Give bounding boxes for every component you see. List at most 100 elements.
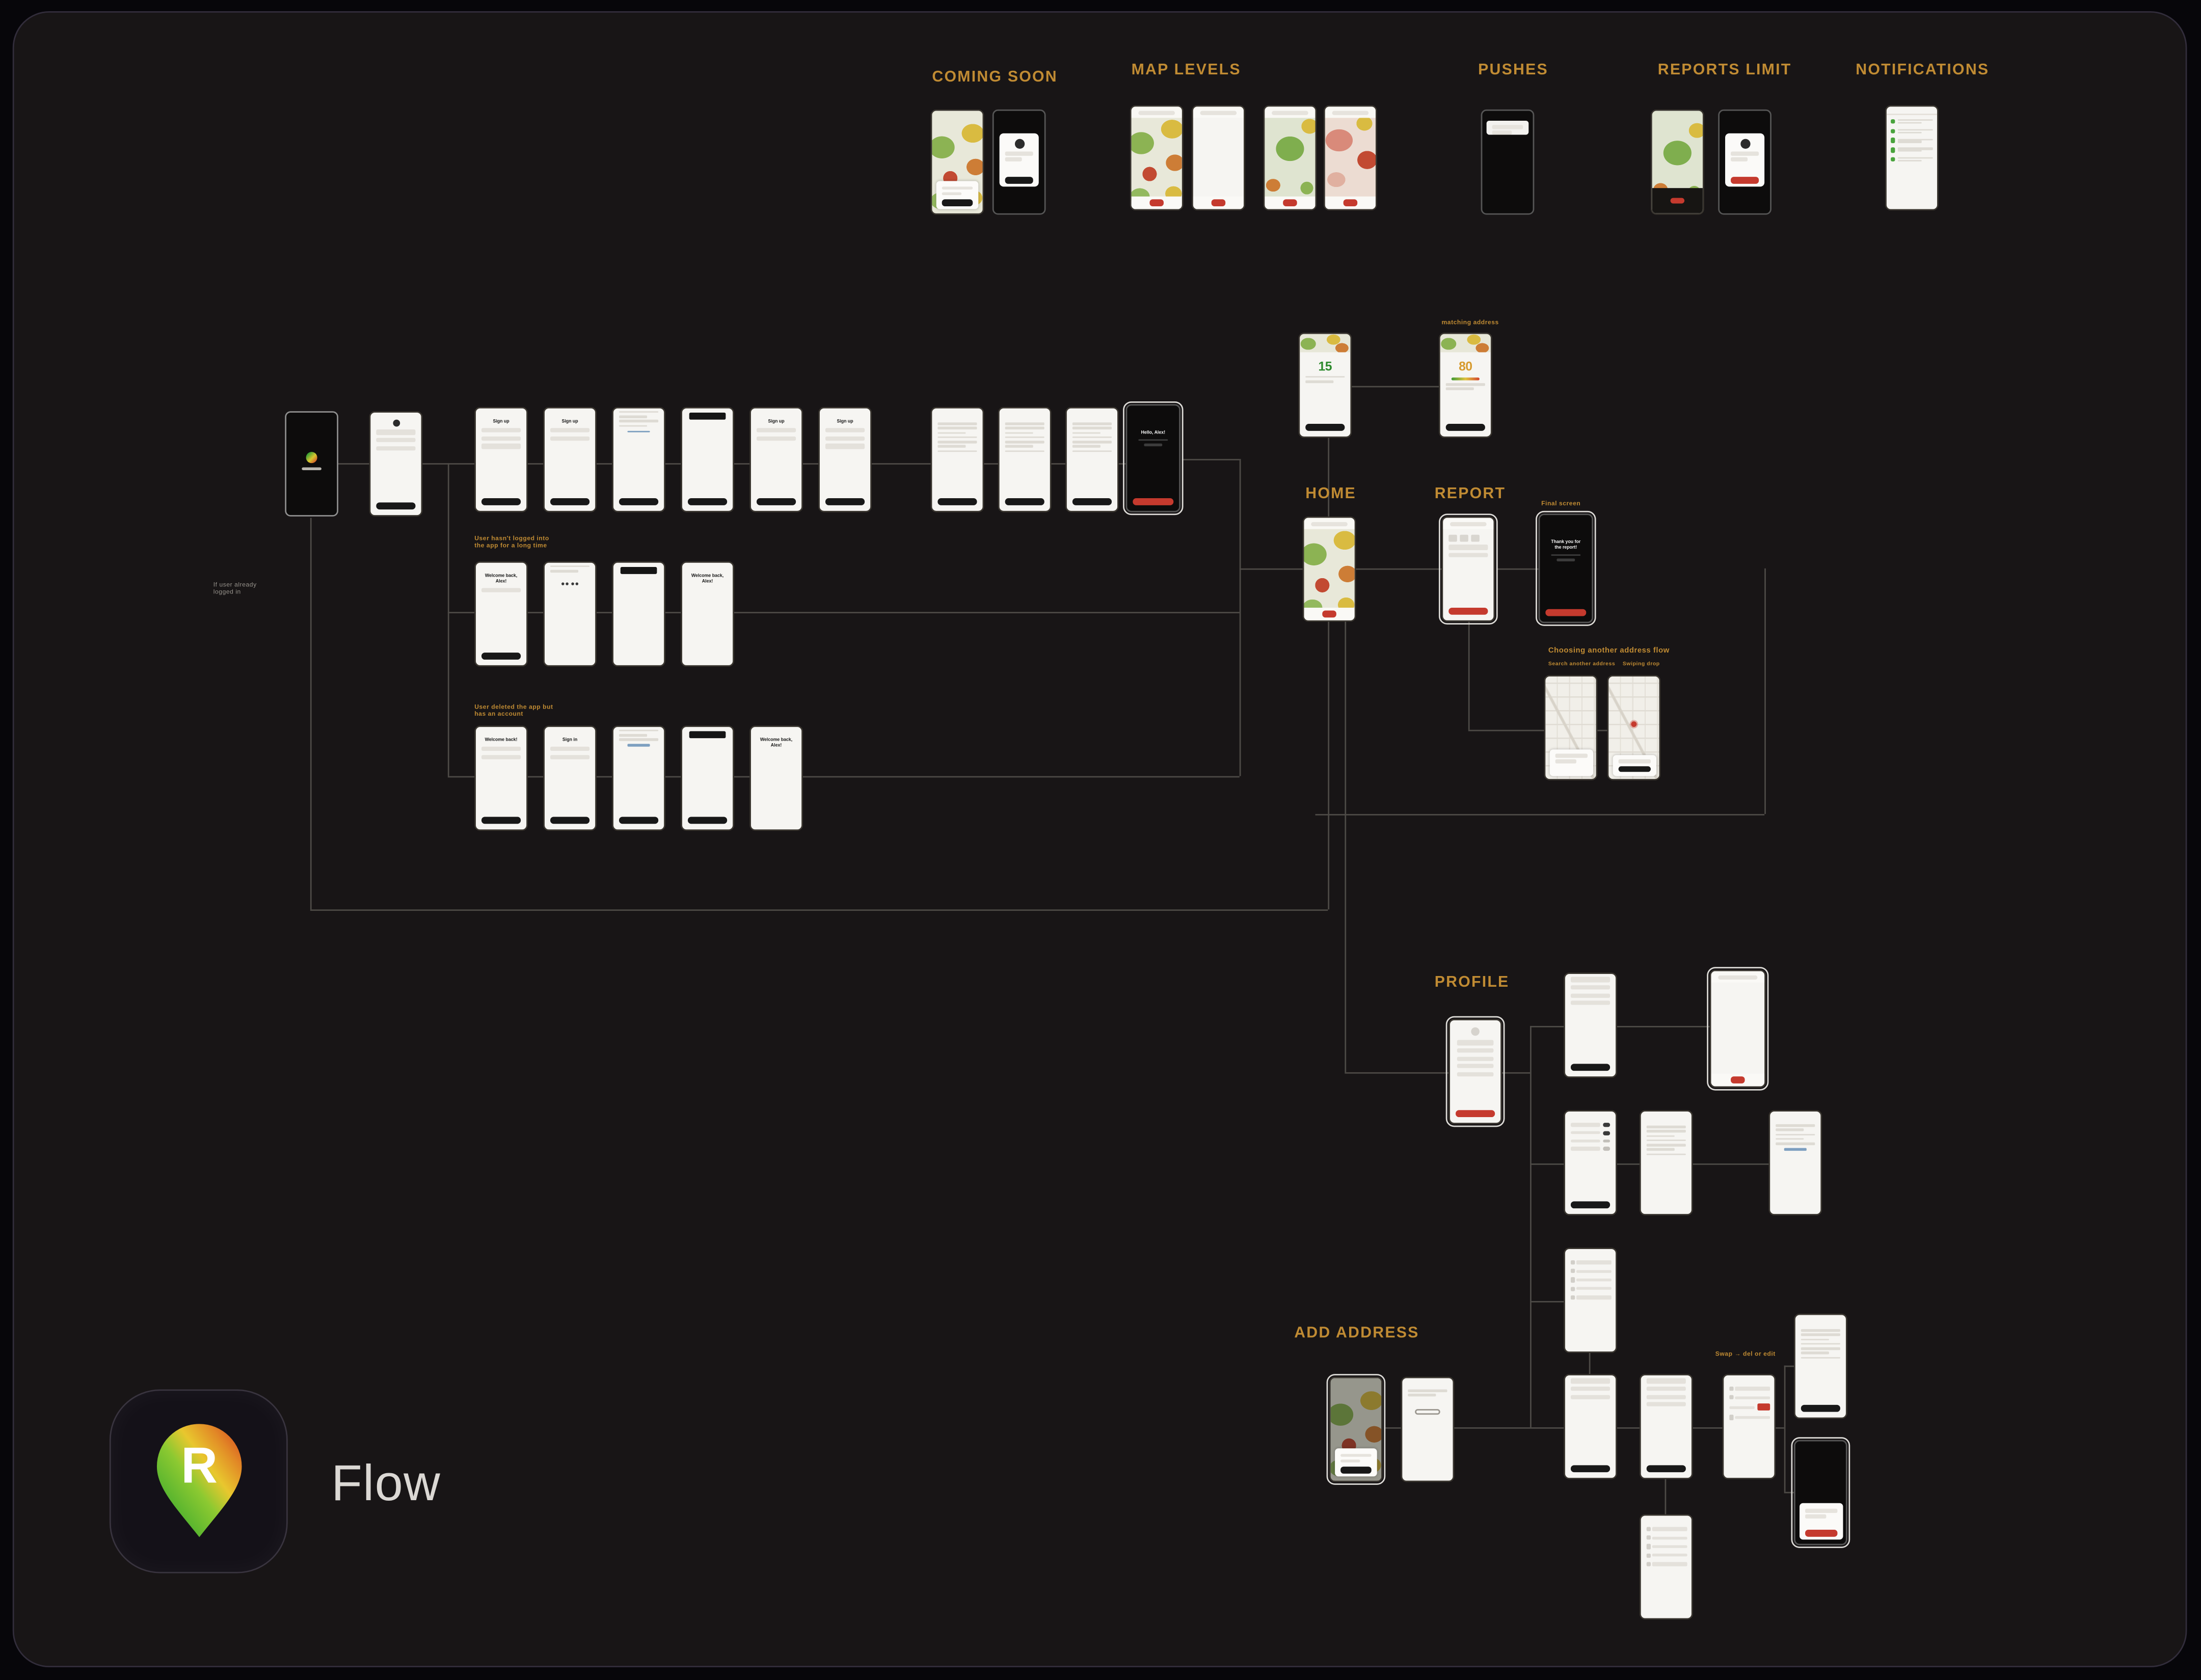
annotation-matching-address: matching address	[1441, 318, 1499, 326]
connector-line	[665, 776, 681, 778]
screen-signin-4[interactable]	[681, 725, 734, 831]
connector-line	[1597, 729, 1607, 731]
screen-address-form-2[interactable]	[1639, 1374, 1693, 1479]
connector-line	[596, 463, 612, 465]
map-pin-logo-icon: R	[156, 1423, 241, 1537]
screen-signin-5[interactable]: Welcome back, Alex!	[749, 725, 803, 831]
connector-line	[802, 463, 819, 465]
screen-info-3[interactable]	[1065, 407, 1119, 512]
screen-my-data[interactable]	[1564, 972, 1617, 1078]
screen-welcome-back-2[interactable]	[543, 561, 597, 667]
screen-welcome-back-3[interactable]	[612, 561, 665, 667]
screen-signin-3[interactable]	[612, 725, 665, 831]
screen-gauge-80[interactable]: 80	[1438, 332, 1492, 438]
connector-line	[734, 463, 750, 465]
screen-signup-1[interactable]: Sign up	[474, 407, 528, 512]
section-label-pushes: PUSHES	[1478, 62, 1549, 79]
screen-address-note[interactable]	[1794, 1313, 1847, 1419]
screen-signin-2[interactable]: Sign in	[543, 725, 597, 831]
connector-line	[802, 776, 1240, 778]
annotation-final-screen: Final screen	[1541, 499, 1581, 507]
board-frame	[12, 11, 2187, 1668]
screen-report-form[interactable]	[1437, 512, 1499, 626]
screen-info-1[interactable]	[930, 407, 984, 512]
screen-my-reports[interactable]	[1564, 1248, 1617, 1353]
screen-address-list[interactable]	[1639, 1514, 1693, 1620]
connector-line	[1328, 621, 1330, 910]
screen-hello-alex[interactable]: Hello, Alex!	[1121, 400, 1185, 517]
screen-address-form-1[interactable]	[1564, 1374, 1617, 1479]
connector-line	[1345, 1072, 1449, 1074]
connector-line	[1693, 1427, 1723, 1429]
annotation-choosing-flow: Choosing another address flow	[1548, 647, 1670, 656]
section-label-reports-limit: REPORTS LIMIT	[1657, 62, 1792, 79]
screen-report-thanks[interactable]: Thank you for the report!	[1534, 509, 1597, 627]
connector-line	[734, 776, 750, 778]
connector-line	[1776, 1427, 1784, 1429]
screen-support[interactable]	[1768, 1110, 1822, 1215]
screen-signup-3[interactable]	[612, 407, 665, 512]
screen-signup-4[interactable]	[681, 407, 734, 512]
screen-gauge-15[interactable]: 15	[1298, 332, 1352, 438]
screen-reports-limit-modal[interactable]	[1718, 109, 1771, 215]
connector-line	[1617, 1427, 1640, 1429]
screen-signup-5[interactable]: Sign up	[749, 407, 803, 512]
section-label-report: REPORT	[1434, 485, 1506, 503]
connector-line	[1182, 458, 1240, 460]
connector-line	[1356, 568, 1442, 570]
screen-map-level-4[interactable]	[1324, 105, 1377, 211]
screen-address-popup[interactable]	[1325, 1373, 1387, 1486]
logo-letter: R	[180, 1437, 217, 1493]
connector-line	[1617, 1025, 1710, 1027]
connector-line	[1501, 1072, 1531, 1074]
screen-signup-2[interactable]: Sign up	[543, 407, 597, 512]
screen-map-level-2[interactable]	[1192, 105, 1245, 211]
screen-welcome-back-4[interactable]: Welcome back, Alex!	[681, 561, 734, 667]
connector-line	[338, 463, 369, 465]
screen-info-2[interactable]	[998, 407, 1052, 512]
screen-profile-menu[interactable]	[1444, 1015, 1506, 1128]
connector-line	[665, 463, 681, 465]
screen-map-level-1[interactable]	[1130, 105, 1184, 211]
screen-address-swipe[interactable]	[1722, 1374, 1776, 1479]
connector-line	[1530, 1163, 1564, 1165]
connector-line	[1589, 1352, 1591, 1374]
connector-line	[1454, 1427, 1564, 1429]
connector-line	[984, 463, 998, 465]
connector-line	[665, 612, 681, 613]
screen-map-level-3[interactable]	[1263, 105, 1317, 211]
screen-address-delete-modal[interactable]	[1790, 1436, 1851, 1550]
screen-onboarding[interactable]	[369, 411, 423, 517]
screen-reports-limit-map[interactable]	[1650, 109, 1704, 215]
screen-address-empty[interactable]	[1401, 1376, 1455, 1482]
screen-profile-map[interactable]	[1706, 966, 1770, 1092]
screen-signup-6[interactable]: Sign up	[818, 407, 872, 512]
section-label-coming-soon: COMING SOON	[932, 68, 1058, 86]
connector-line	[734, 612, 1240, 613]
screen-home-map[interactable]	[1302, 516, 1356, 622]
connector-line	[447, 776, 475, 778]
connector-line	[1693, 1163, 1769, 1165]
screen-settings[interactable]	[1564, 1110, 1617, 1215]
connector-line	[1617, 1163, 1640, 1165]
connector-line	[447, 463, 449, 776]
section-label-notifications: NOTIFICATIONS	[1856, 62, 1990, 79]
screen-notifications-list[interactable]	[1885, 105, 1939, 211]
connector-line	[1784, 1492, 1794, 1494]
screen-coming-soon-card[interactable]	[992, 109, 1046, 215]
screen-address-map-1[interactable]	[1544, 675, 1598, 780]
screen-splash[interactable]	[285, 411, 338, 517]
screen-coming-soon-map[interactable]	[930, 109, 984, 215]
connector-line	[1385, 1427, 1401, 1429]
screen-address-map-2[interactable]	[1607, 675, 1661, 780]
screen-signin-1[interactable]: Welcome back!	[474, 725, 528, 831]
section-label-profile: PROFILE	[1434, 974, 1510, 991]
connector-line	[1784, 1365, 1786, 1492]
connector-line	[1665, 1479, 1667, 1514]
screen-about[interactable]	[1639, 1110, 1693, 1215]
annotation-long-time: User hasn't logged into the app for a lo…	[474, 534, 549, 549]
screen-welcome-back-1[interactable]: Welcome back, Alex!	[474, 561, 528, 667]
connector-line	[1784, 1365, 1794, 1367]
connector-line	[1118, 463, 1126, 465]
screen-push[interactable]	[1481, 109, 1535, 215]
